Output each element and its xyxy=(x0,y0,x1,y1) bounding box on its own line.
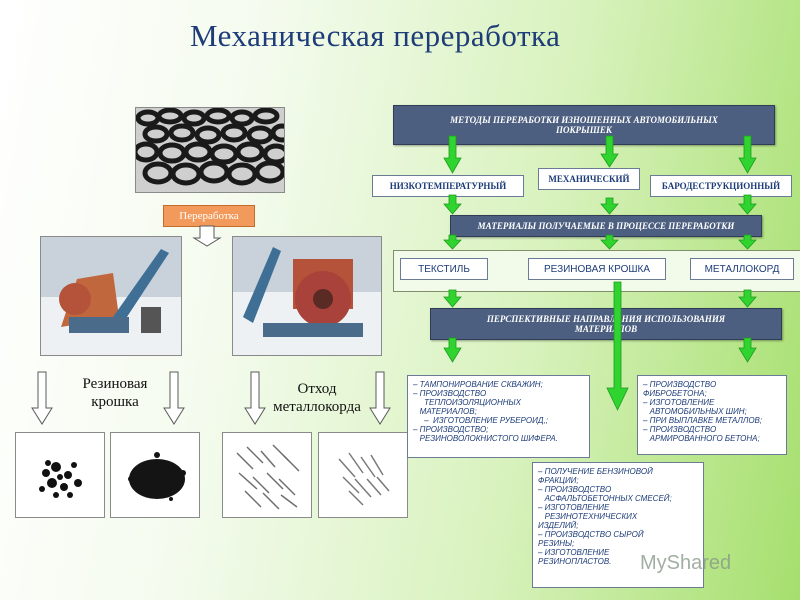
page-title: Механическая переработка xyxy=(190,18,561,53)
material-rubber-crumb: РЕЗИНОВАЯ КРОШКА xyxy=(528,258,666,280)
material-textile: ТЕКСТИЛЬ xyxy=(400,258,488,280)
caption-metal-cord: Отход металлокорда xyxy=(273,381,361,415)
material-rubber-crumb-label: РЕЗИНОВАЯ КРОШКА xyxy=(543,263,651,275)
textile-uses-list: – ТАМПОНИРОВАНИЕ СКВАЖИН; – ПРОИЗВОДСТВО… xyxy=(407,375,590,458)
textile-uses-text: – ТАМПОНИРОВАНИЕ СКВАЖИН; – ПРОИЗВОДСТВО… xyxy=(413,380,558,443)
prospects-header-text: ПЕРСПЕКТИВНЫЕ НАПРАВЛЕНИЯ ИСПОЛЬЗОВАНИЯ … xyxy=(486,314,726,334)
metal-cord-sample-photo-2 xyxy=(318,432,408,518)
method-mechanical-label: МЕХАНИЧЕСКИЙ xyxy=(548,174,630,184)
crumb-sample-photo-2 xyxy=(110,432,200,518)
methods-header-box: МЕТОДЫ ПЕРЕРАБОТКИ ИЗНОШЕННЫХ АВТОМОБИЛЬ… xyxy=(393,105,775,145)
rubber-crumb-uses-list: – ПОЛУЧЕНИЕ БЕНЗИНОВОЙ ФРАКЦИИ; – ПРОИЗВ… xyxy=(532,462,704,588)
method-barodestruction: БАРОДЕСТРУКЦИОННЫЙ xyxy=(650,175,792,197)
metal-cord-uses-text: – ПРОИЗВОДСТВО ФИБРОБЕТОНА; – ИЗГОТОВЛЕН… xyxy=(643,380,763,443)
materials-header-text: МАТЕРИАЛЫ ПОЛУЧАЕМЫЕ В ПРОЦЕССЕ ПЕРЕРАБО… xyxy=(477,221,735,231)
material-metal-cord-label: МЕТАЛЛОКОРД xyxy=(704,263,780,275)
shredder-photo xyxy=(40,236,182,356)
method-barodestruction-label: БАРОДЕСТРУКЦИОННЫЙ xyxy=(661,181,781,191)
tires-photo xyxy=(135,107,285,193)
separator-photo xyxy=(232,236,382,356)
method-low-temperature-label: НИЗКОТЕМПЕРАТУРНЫЙ xyxy=(389,181,507,191)
method-mechanical: МЕХАНИЧЕСКИЙ xyxy=(538,168,640,190)
crumb-sample-photo-1 xyxy=(15,432,105,518)
material-textile-label: ТЕКСТИЛЬ xyxy=(418,263,470,275)
metal-cord-uses-list: – ПРОИЗВОДСТВО ФИБРОБЕТОНА; – ИЗГОТОВЛЕН… xyxy=(637,375,787,455)
metal-cord-sample-photo-1 xyxy=(222,432,312,518)
material-metal-cord: МЕТАЛЛОКОРД xyxy=(690,258,794,280)
caption-rubber-crumb: Резиновая крошка xyxy=(82,376,148,410)
watermark-text: MyShared xyxy=(640,552,732,574)
methods-header-text: МЕТОДЫ ПЕРЕРАБОТКИ ИЗНОШЕННЫХ АВТОМОБИЛЬ… xyxy=(450,115,718,135)
process-label: Переработка xyxy=(163,205,255,227)
method-low-temperature: НИЗКОТЕМПЕРАТУРНЫЙ xyxy=(372,175,524,197)
prospects-header-box: ПЕРСПЕКТИВНЫЕ НАПРАВЛЕНИЯ ИСПОЛЬЗОВАНИЯ … xyxy=(430,308,782,340)
rubber-crumb-uses-text: – ПОЛУЧЕНИЕ БЕНЗИНОВОЙ ФРАКЦИИ; – ПРОИЗВ… xyxy=(538,467,672,566)
